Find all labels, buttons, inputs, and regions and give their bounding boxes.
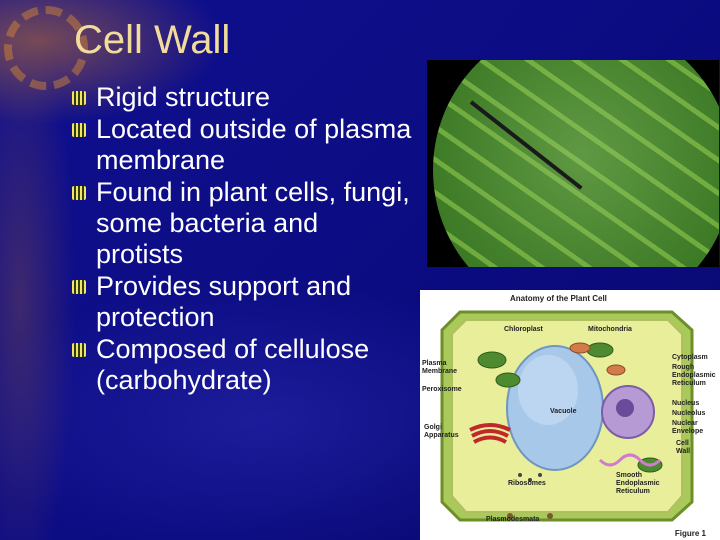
vacuole-highlight [518, 355, 578, 425]
plant-cell-micrograph [427, 60, 719, 267]
bullet-icon [72, 91, 86, 105]
plasmodesmata-shape [547, 513, 553, 519]
label-nuclear-envelope: Nuclear Envelope [672, 420, 704, 435]
bullet-icon [72, 123, 86, 137]
plasmodesmata-shape [507, 513, 513, 519]
plant-cell-illustration [440, 310, 694, 522]
nucleolus-shape [616, 399, 634, 417]
golgi-shape [469, 423, 511, 444]
label-nucleolus: Nucleolus [672, 410, 706, 417]
mitochondria-shape [569, 342, 591, 354]
label-mitochondria: Mitochondria [588, 326, 632, 333]
chloroplast-shape [495, 372, 521, 388]
gear-decoration-icon [4, 6, 88, 90]
label-ribosomes: Ribosomes [508, 480, 546, 487]
label-golgi: Golgi Apparatus [424, 424, 459, 439]
bullet-item: Rigid structure [72, 82, 412, 113]
bullet-item: Provides support and protection [72, 271, 412, 333]
mitochondria-shape [606, 364, 626, 376]
label-rough-er: Rough Endoplasmic Reticulum [672, 364, 716, 387]
chloroplast-shape [586, 342, 614, 358]
slide-title: Cell Wall [74, 18, 231, 62]
plant-cell-diagram: Anatomy of the Plant Cell Chloroplast Mi… [420, 290, 720, 540]
bullet-list: Rigid structure Located outside of plasm… [72, 82, 412, 397]
chloroplast-shape [477, 351, 507, 369]
figure-caption: Figure 1 [674, 529, 706, 538]
bullet-text: Provides support and protection [96, 271, 352, 332]
label-peroxisome: Peroxisome [422, 386, 462, 393]
bullet-text: Composed of cellulose (carbohydrate) [96, 334, 370, 395]
label-nucleus: Nucleus [672, 400, 700, 407]
ribosome-shape [528, 478, 532, 482]
bullet-item: Composed of cellulose (carbohydrate) [72, 334, 412, 396]
ribosome-shape [518, 473, 522, 477]
label-cell-wall: Cell Wall [676, 440, 691, 455]
bullet-icon [72, 343, 86, 357]
micrograph-field [433, 60, 719, 267]
bullet-icon [72, 186, 86, 200]
smooth-er-shape [598, 453, 662, 467]
label-chloroplast: Chloroplast [504, 326, 543, 333]
bullet-text: Located outside of plasma membrane [96, 114, 412, 175]
diagram-title: Anatomy of the Plant Cell [510, 294, 607, 303]
label-vacuole: Vacuole [550, 408, 577, 415]
label-smooth-er: Smooth Endoplasmic Reticulum [616, 472, 660, 495]
bullet-text: Rigid structure [96, 82, 271, 112]
bullet-icon [72, 280, 86, 294]
bullet-text: Found in plant cells, fungi, some bacter… [96, 177, 410, 269]
label-plasma-membrane: Plasma Membrane [422, 360, 458, 375]
ribosome-shape [538, 473, 542, 477]
bullet-item: Located outside of plasma membrane [72, 114, 412, 176]
label-plasmodesmata: Plasmodesmata [486, 516, 540, 523]
label-cytoplasm: Cytoplasm [672, 354, 708, 361]
bullet-item: Found in plant cells, fungi, some bacter… [72, 177, 412, 270]
